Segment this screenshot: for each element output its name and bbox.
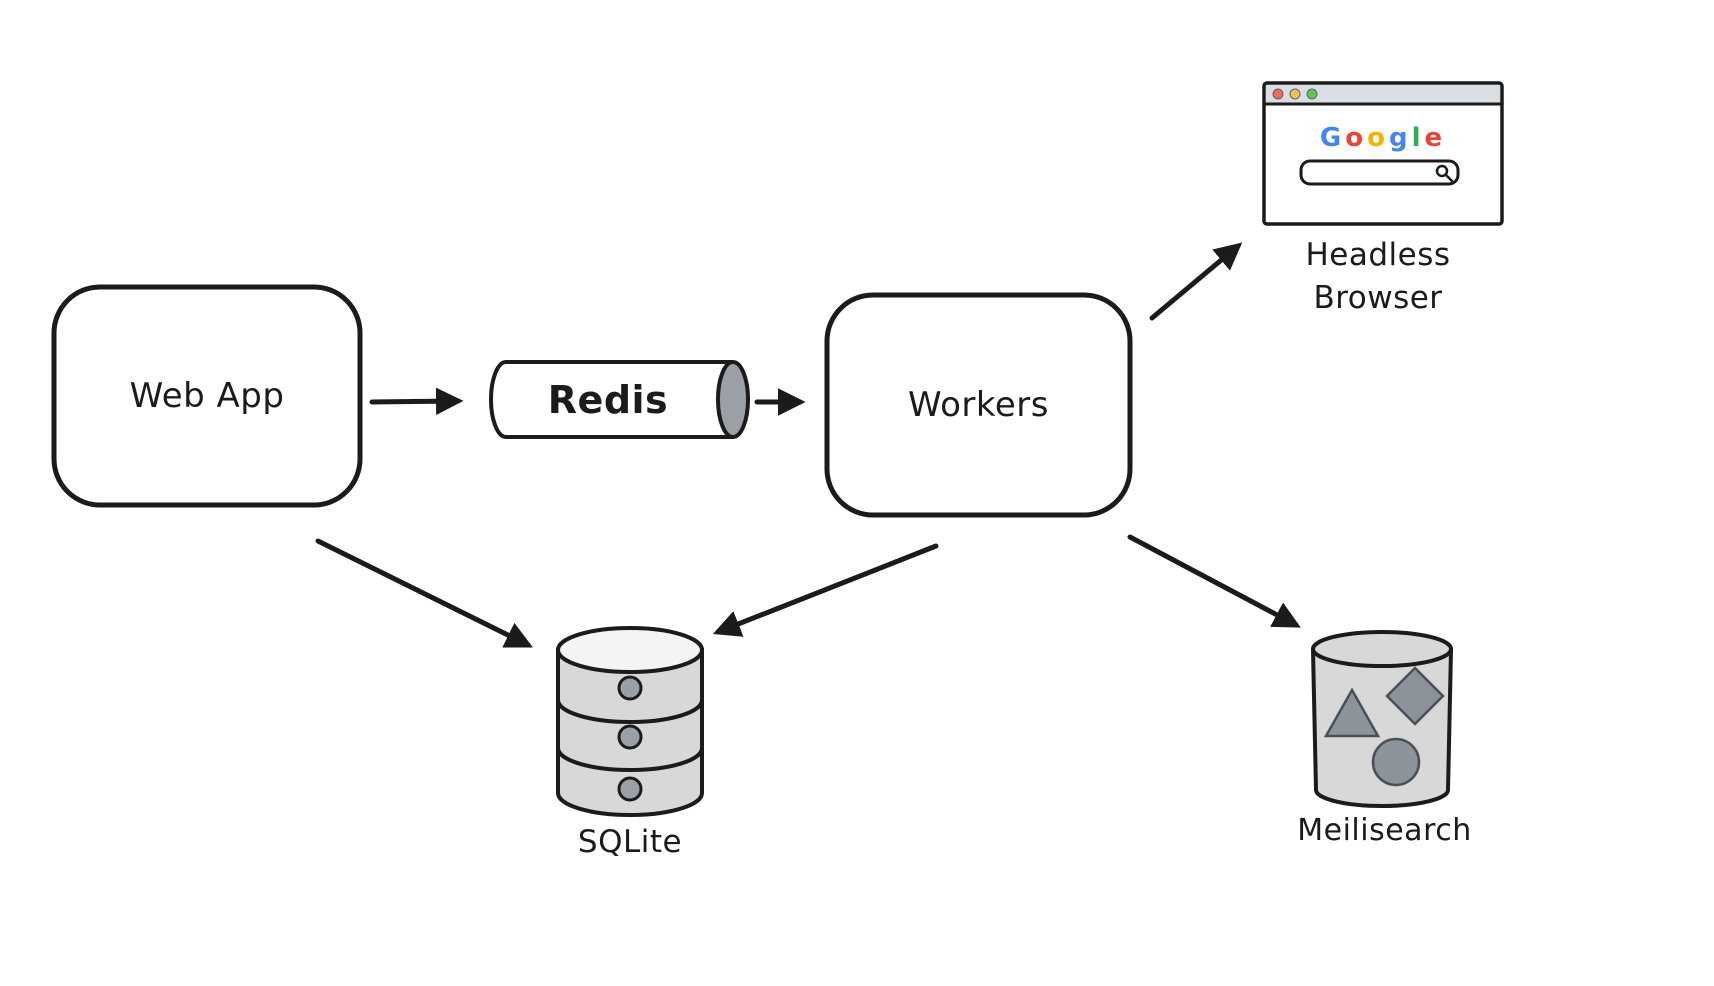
edge-arrow-workers-to-headless [1149,242,1243,321]
edge-arrow-webapp-to-redis [369,387,464,416]
redis-cylinder-cap [716,360,750,439]
google-logo-letter: G [1319,123,1346,153]
sqlite-disk-dot [617,675,643,701]
sqlite-disk-divider [556,699,704,724]
redis-cylinder-body [489,360,733,439]
google-logo-letter: l [1411,123,1425,153]
workers-node [824,292,1133,518]
meilisearch-circle-shape [1371,737,1421,787]
meilisearch-node [1310,630,1454,808]
workers-node-label: Workers [908,385,1049,425]
google-logo-letter: o [1367,123,1389,153]
browser-titlebar [1266,85,1500,104]
google-logo-letter: e [1424,123,1447,153]
sqlite-disk-dot [617,776,643,802]
web-app-node-label: Web App [129,376,285,416]
sqlite-disk-dot [617,724,643,750]
google-logo-letter: o [1345,123,1368,153]
browser-window-frame [1262,81,1504,226]
traffic-light-yellow-icon [1289,88,1301,100]
headless-browser-node-label: Headless Browser [1305,236,1451,316]
sqlite-node-label: SQLite [577,824,683,860]
redis-node [489,360,750,439]
edge-arrow-webapp-to-sqlite [315,538,533,648]
meilisearch-bucket-top [1311,630,1453,668]
sqlite-disk-divider [556,747,704,772]
traffic-light-green-icon [1306,88,1318,100]
edge-arrow-workers-to-sqlite [712,543,939,637]
sqlite-cylinder-top [556,626,704,674]
meilisearch-node-label: Meilisearch [1297,812,1472,848]
headless-browser-node [1262,81,1504,226]
edge-arrow-workers-to-meilisearch [1127,534,1301,628]
magnifier-icon [1435,164,1454,183]
traffic-light-red-icon [1272,88,1284,100]
google-logo-letter: g [1388,123,1412,153]
meilisearch-diamond-shape [1385,666,1445,726]
sqlite-node [556,626,704,817]
meilisearch-triangle-shape [1323,687,1381,738]
web-app-node [51,284,363,508]
browser-search-box [1299,159,1460,186]
redis-node-label: Redis [547,377,669,422]
